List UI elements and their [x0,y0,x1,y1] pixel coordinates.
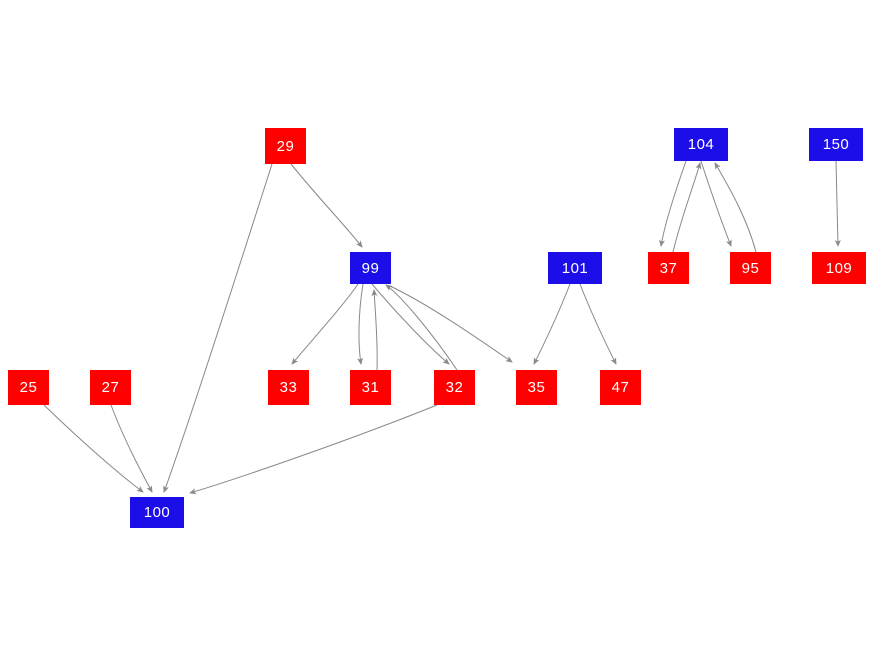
graph-node-32[interactable]: 32 [434,370,475,405]
graph-node-label: 95 [741,259,760,277]
graph-node-104[interactable]: 104 [674,128,728,161]
graph-node-109[interactable]: 109 [812,252,866,284]
graph-node-label: 100 [143,504,171,521]
graph-node-25[interactable]: 25 [8,370,49,405]
graph-node-95[interactable]: 95 [730,252,771,284]
graph-node-label: 99 [361,259,380,277]
graph-node-label: 109 [825,259,853,277]
graph-node-37[interactable]: 37 [648,252,689,284]
graph-node-47[interactable]: 47 [600,370,641,405]
graph-node-100[interactable]: 100 [130,497,184,528]
graph-node-label: 27 [101,379,120,396]
graph-node-27[interactable]: 27 [90,370,131,405]
graph-node-label: 35 [527,379,546,396]
graph-node-label: 104 [687,136,715,153]
graph-node-101[interactable]: 101 [548,252,602,284]
graph-node-33[interactable]: 33 [268,370,309,405]
graph-node-label: 33 [279,379,298,396]
graph-node-31[interactable]: 31 [350,370,391,405]
graph-node-label: 47 [611,379,630,396]
graph-node-label: 29 [276,137,295,155]
graph-node-label: 25 [19,379,38,396]
graph-node-99[interactable]: 99 [350,252,391,284]
graph-node-29[interactable]: 29 [265,128,306,164]
graph-node-label: 32 [445,379,464,396]
graph-node-label: 101 [561,259,589,277]
graph-node-label: 150 [822,136,850,153]
graph-node-label: 37 [659,259,678,277]
graph-node-150[interactable]: 150 [809,128,863,161]
graph-node-35[interactable]: 35 [516,370,557,405]
graph-node-label: 31 [361,379,380,396]
